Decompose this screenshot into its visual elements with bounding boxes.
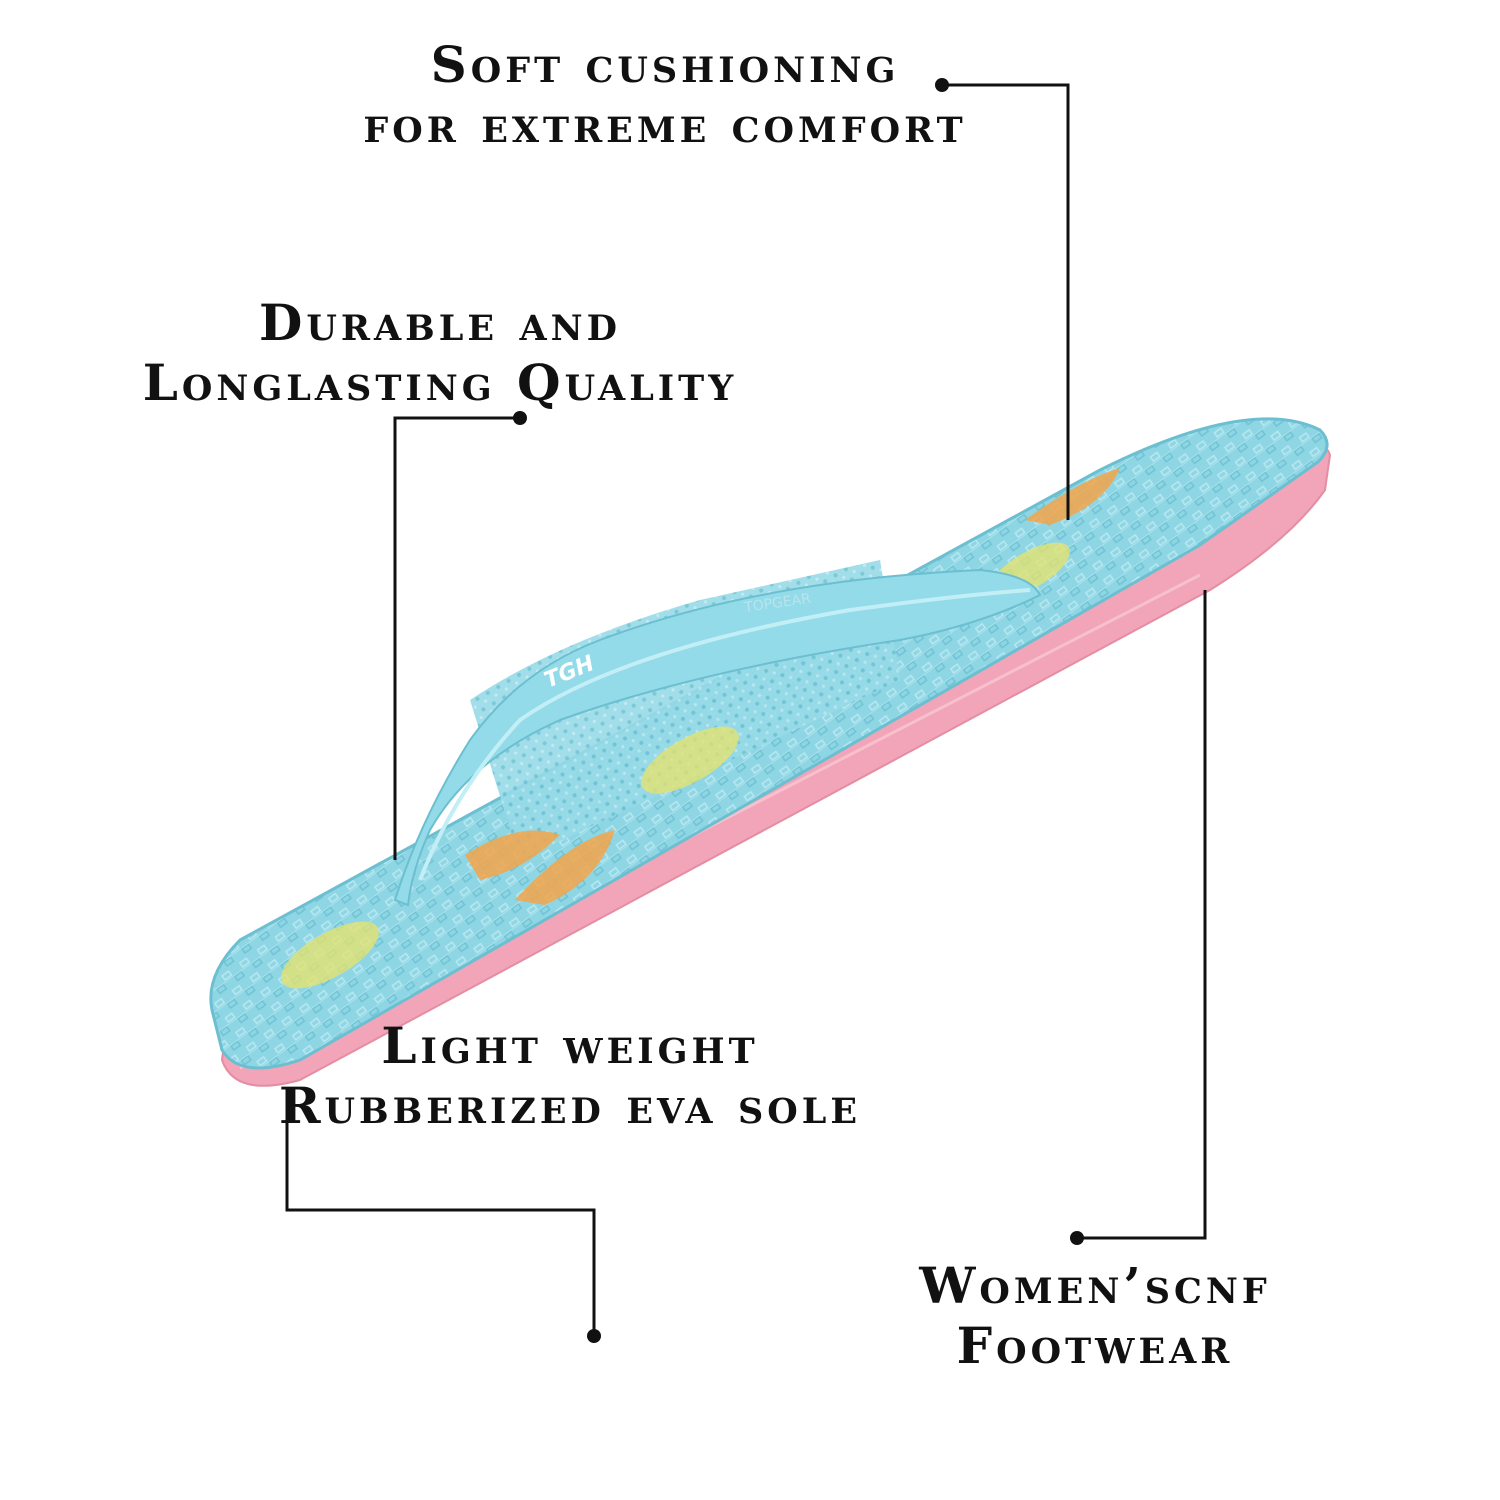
print-orange-1 [465, 830, 560, 880]
dot-soft [935, 78, 949, 92]
print-yellow-2 [641, 726, 739, 794]
dot-light [587, 1329, 601, 1343]
callout-durable-line2: Longlasting Quality [142, 353, 738, 412]
flip-flop-image: TGH TOPGEAR [209, 417, 1332, 1087]
leader-durable [393, 416, 520, 860]
leader-soft [942, 83, 1070, 520]
dot-women [1070, 1231, 1084, 1245]
leader-light [285, 1088, 596, 1336]
print-yellow-1 [281, 921, 379, 989]
callout-soft-line2: for extreme comfort [363, 95, 967, 154]
print-orange-2 [515, 830, 615, 905]
dot-durable [513, 411, 527, 425]
callout-light-line2: Rubberized eva sole [278, 1076, 862, 1135]
footbed [209, 417, 1329, 1070]
callout-lines [285, 83, 1207, 1336]
callout-women-line2: Footwear [956, 1316, 1234, 1375]
callout-light-weight: Light weight Rubberized eva sole [240, 1016, 900, 1136]
callout-durable-line1: Durable and [259, 293, 621, 352]
callout-light-line1: Light weight [381, 1016, 759, 1075]
callout-soft-line1: Soft cushioning [430, 35, 900, 94]
leader-women [1077, 590, 1207, 1240]
callout-durable: Durable and Longlasting Quality [100, 293, 780, 413]
callout-dots [513, 78, 1084, 1343]
callout-womens-footwear: Women’scnf Footwear [890, 1256, 1300, 1376]
print-orange-3 [1025, 468, 1120, 525]
callout-soft-cushioning: Soft cushioning for extreme comfort [320, 35, 1010, 155]
callout-women-line1: Women’scnf [919, 1256, 1271, 1315]
